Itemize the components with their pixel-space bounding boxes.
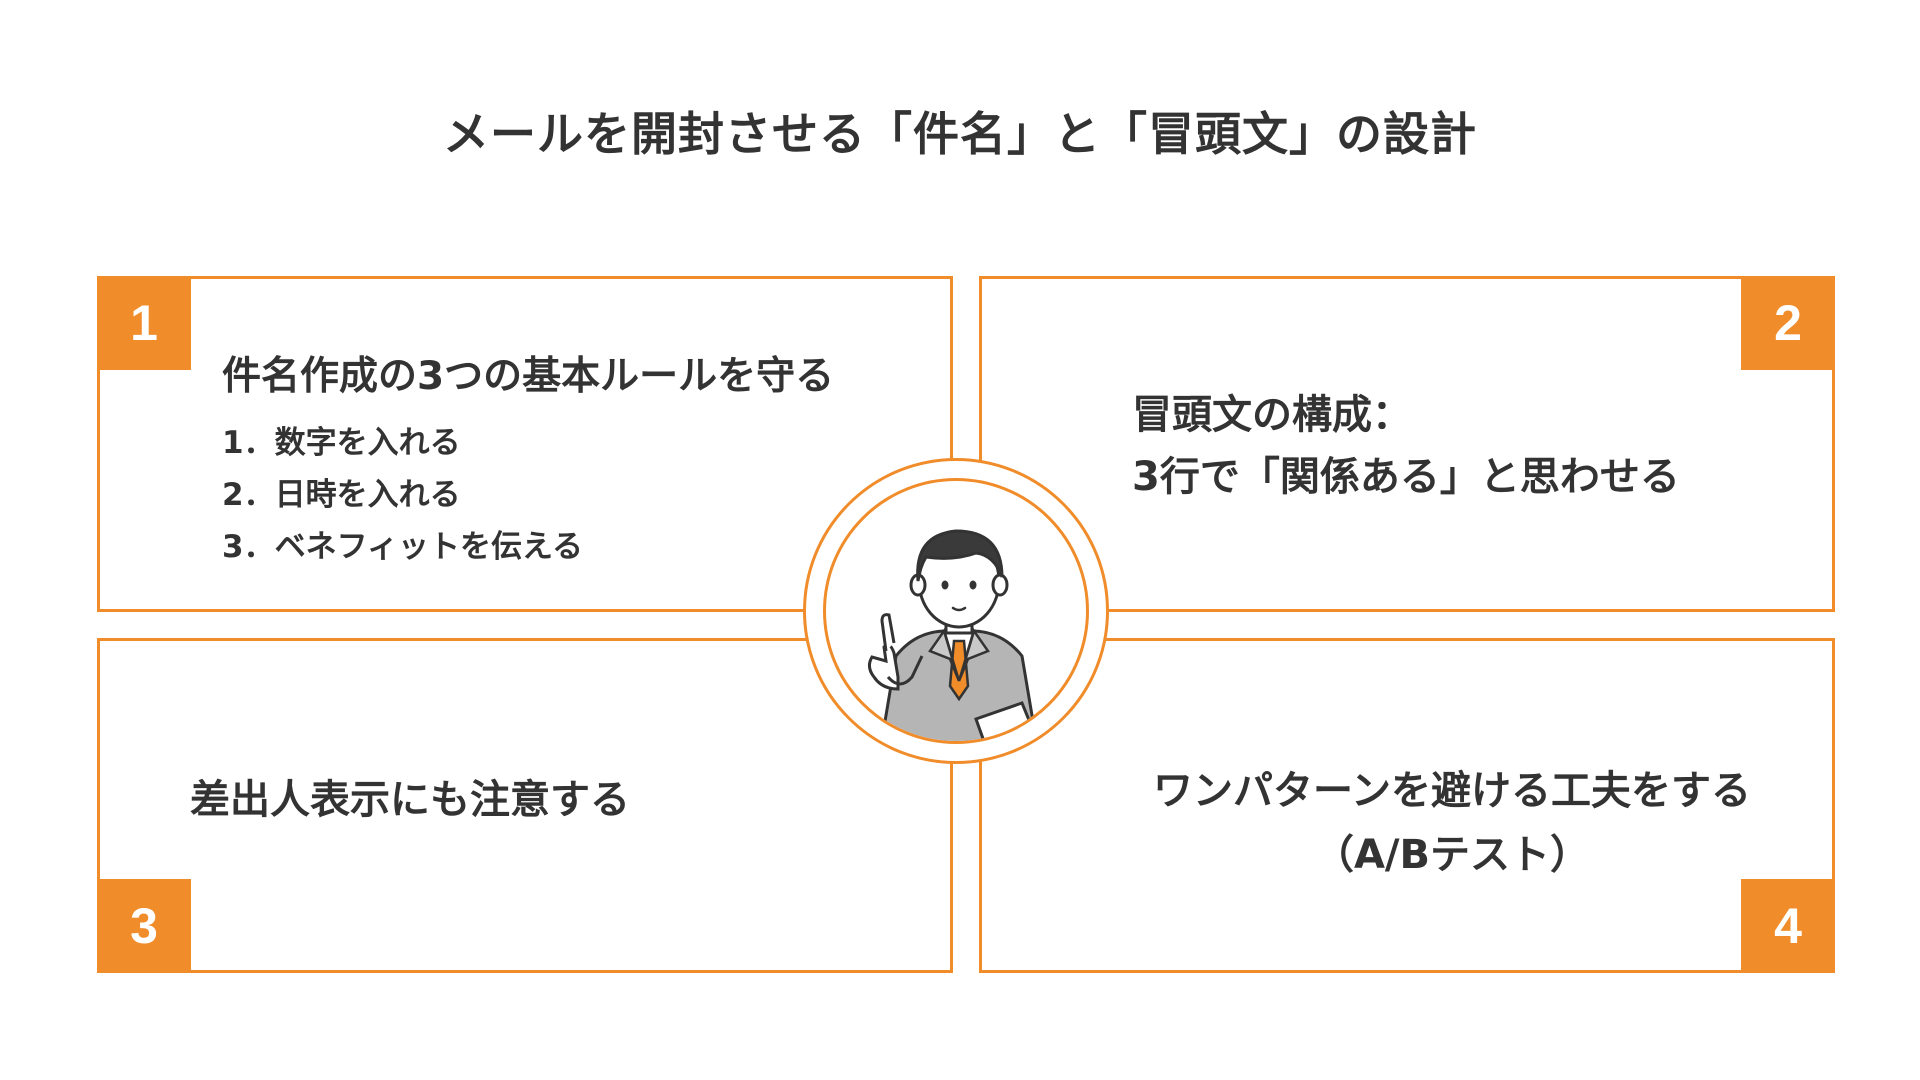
list-item: 2．日時を入れる bbox=[222, 477, 461, 513]
heading-line: 冒頭文の構成： bbox=[1132, 392, 1412, 438]
panel-3: 3 差出人表示にも注意する bbox=[97, 638, 953, 973]
panel-2: 2 冒頭文の構成： 3行で「関係ある」と思わせる bbox=[979, 276, 1835, 612]
panel-heading: 冒頭文の構成： 3行で「関係ある」と思わせる bbox=[1132, 384, 1680, 508]
panel-1: 1 件名作成の3つの基本ルールを守る 1．数字を入れる 2．日時を入れる 3．ベ… bbox=[97, 276, 953, 612]
panel-4: 4 ワンパターンを避ける工夫をする （A/Bテスト） bbox=[979, 638, 1835, 973]
list-item: 3．ベネフィットを伝える bbox=[222, 529, 584, 565]
businessman-pointing-icon bbox=[823, 478, 1089, 744]
panel-heading: 件名作成の3つの基本ルールを守る bbox=[222, 354, 835, 399]
panel-number-badge: 3 bbox=[97, 879, 191, 973]
page-title: メールを開封させる「件名」と「冒頭文」の設計 bbox=[443, 107, 1477, 161]
panel-heading: 差出人表示にも注意する bbox=[190, 777, 630, 823]
panel-number-badge: 1 bbox=[97, 276, 191, 370]
heading-line: 3行で「関係ある」と思わせる bbox=[1132, 454, 1680, 500]
heading-line: ワンパターンを避ける工夫をする bbox=[1153, 768, 1751, 814]
panel-heading: ワンパターンを避ける工夫をする （A/Bテスト） bbox=[1072, 759, 1832, 887]
panel-number-badge: 2 bbox=[1741, 276, 1835, 370]
list-item: 1．数字を入れる bbox=[222, 425, 461, 461]
panel-number-badge: 4 bbox=[1741, 879, 1835, 973]
heading-line: （A/Bテスト） bbox=[1313, 832, 1591, 878]
rules-list: 1．数字を入れる 2．日時を入れる 3．ベネフィットを伝える bbox=[222, 417, 583, 573]
